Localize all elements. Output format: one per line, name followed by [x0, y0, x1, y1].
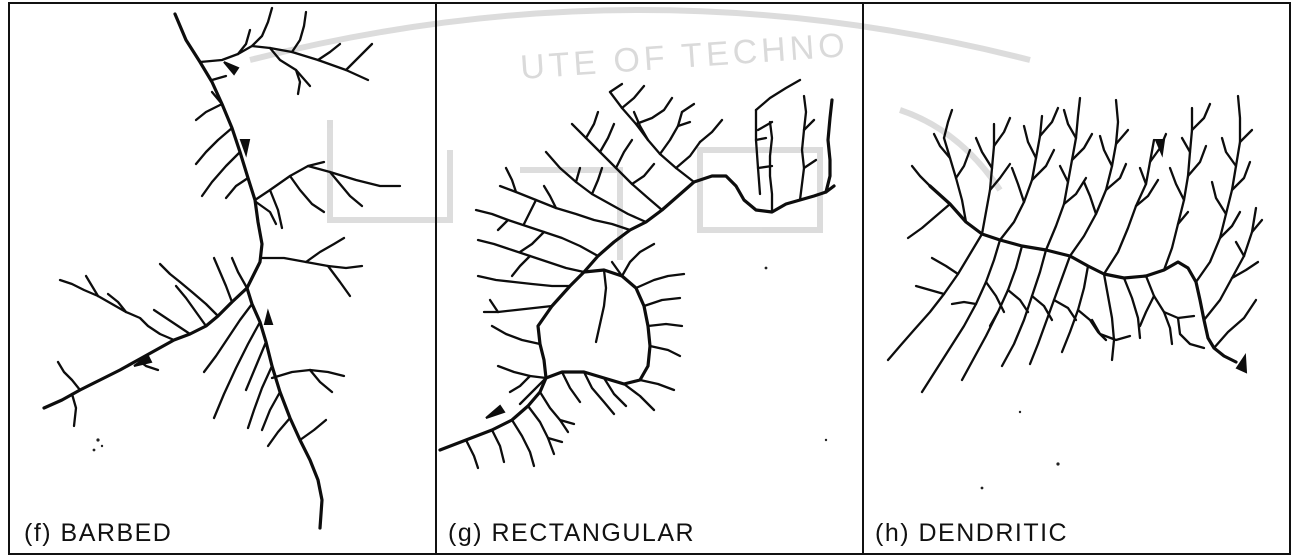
- barbed-drainage-network: [44, 8, 400, 528]
- panel-rectangular: (g) RECTANGULAR: [436, 3, 863, 554]
- flow-arrow: [486, 406, 504, 418]
- caption-dendritic: (h) DENDRITIC: [875, 519, 1068, 547]
- caption-barbed: (f) BARBED: [24, 519, 172, 547]
- flow-arrow: [224, 62, 238, 74]
- caption-rectangular: (g) RECTANGULAR: [448, 519, 695, 547]
- panel-frame-dendritic: [863, 3, 1290, 554]
- flow-arrow: [1237, 356, 1246, 372]
- flow-arrow: [241, 140, 249, 154]
- dendritic-drainage-network: [888, 96, 1262, 392]
- flow-arrow: [265, 312, 272, 324]
- panel-dendritic: (h) DENDRITIC: [863, 3, 1290, 554]
- panel-barbed: (f) BARBED: [9, 3, 436, 554]
- panel-frame-rectangular: [436, 3, 863, 554]
- watermark-text: UTE OF TECHNO: [519, 26, 850, 87]
